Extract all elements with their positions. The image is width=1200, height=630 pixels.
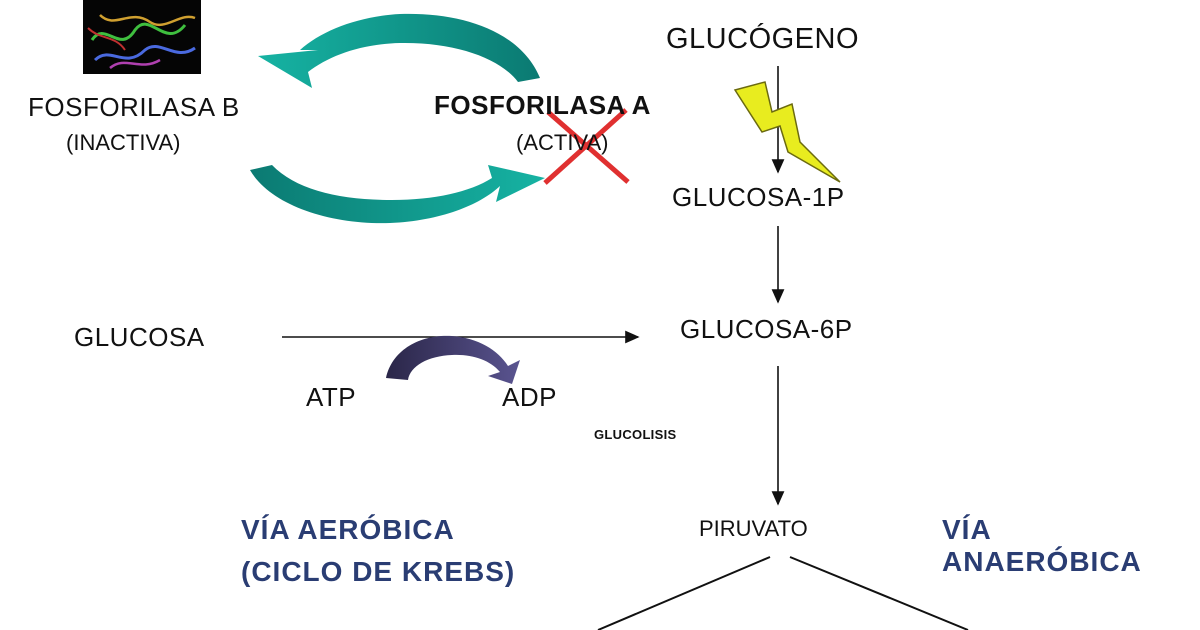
branch-line-left bbox=[597, 556, 771, 630]
label-glucosa-6p: GLUCOSA-6P bbox=[680, 314, 853, 344]
lightning-bolt-icon bbox=[733, 81, 841, 183]
cycle-arrow-top bbox=[258, 13, 540, 88]
branch-line-right bbox=[789, 556, 969, 630]
protein-structure-image bbox=[83, 0, 201, 74]
label-glucolisis: GLUCOLISIS bbox=[594, 427, 677, 442]
label-anaerobica: ANAERÓBICA bbox=[942, 546, 1142, 577]
label-fosforilasa-a: FOSFORILASA A bbox=[434, 90, 651, 120]
label-inactiva: (INACTIVA) bbox=[66, 130, 181, 155]
label-via-aerobica: VÍA AERÓBICA bbox=[241, 514, 455, 545]
label-glucosa-1p: GLUCOSA-1P bbox=[672, 182, 845, 212]
label-adp: ADP bbox=[502, 382, 557, 412]
label-glucogeno: GLUCÓGENO bbox=[666, 23, 860, 55]
label-glucosa: GLUCOSA bbox=[74, 322, 205, 352]
label-atp: ATP bbox=[306, 382, 357, 412]
red-x-mark bbox=[543, 108, 630, 185]
label-ciclo-krebs: (CICLO DE KREBS) bbox=[241, 556, 516, 587]
cycle-arrow-bottom bbox=[250, 165, 545, 224]
label-fosforilasa-b: FOSFORILASA B bbox=[28, 92, 240, 122]
atp-adp-arrow bbox=[386, 335, 520, 384]
label-via: VÍA bbox=[942, 514, 992, 545]
label-piruvato: PIRUVATO bbox=[699, 516, 808, 541]
label-activa: (ACTIVA) bbox=[516, 130, 609, 155]
